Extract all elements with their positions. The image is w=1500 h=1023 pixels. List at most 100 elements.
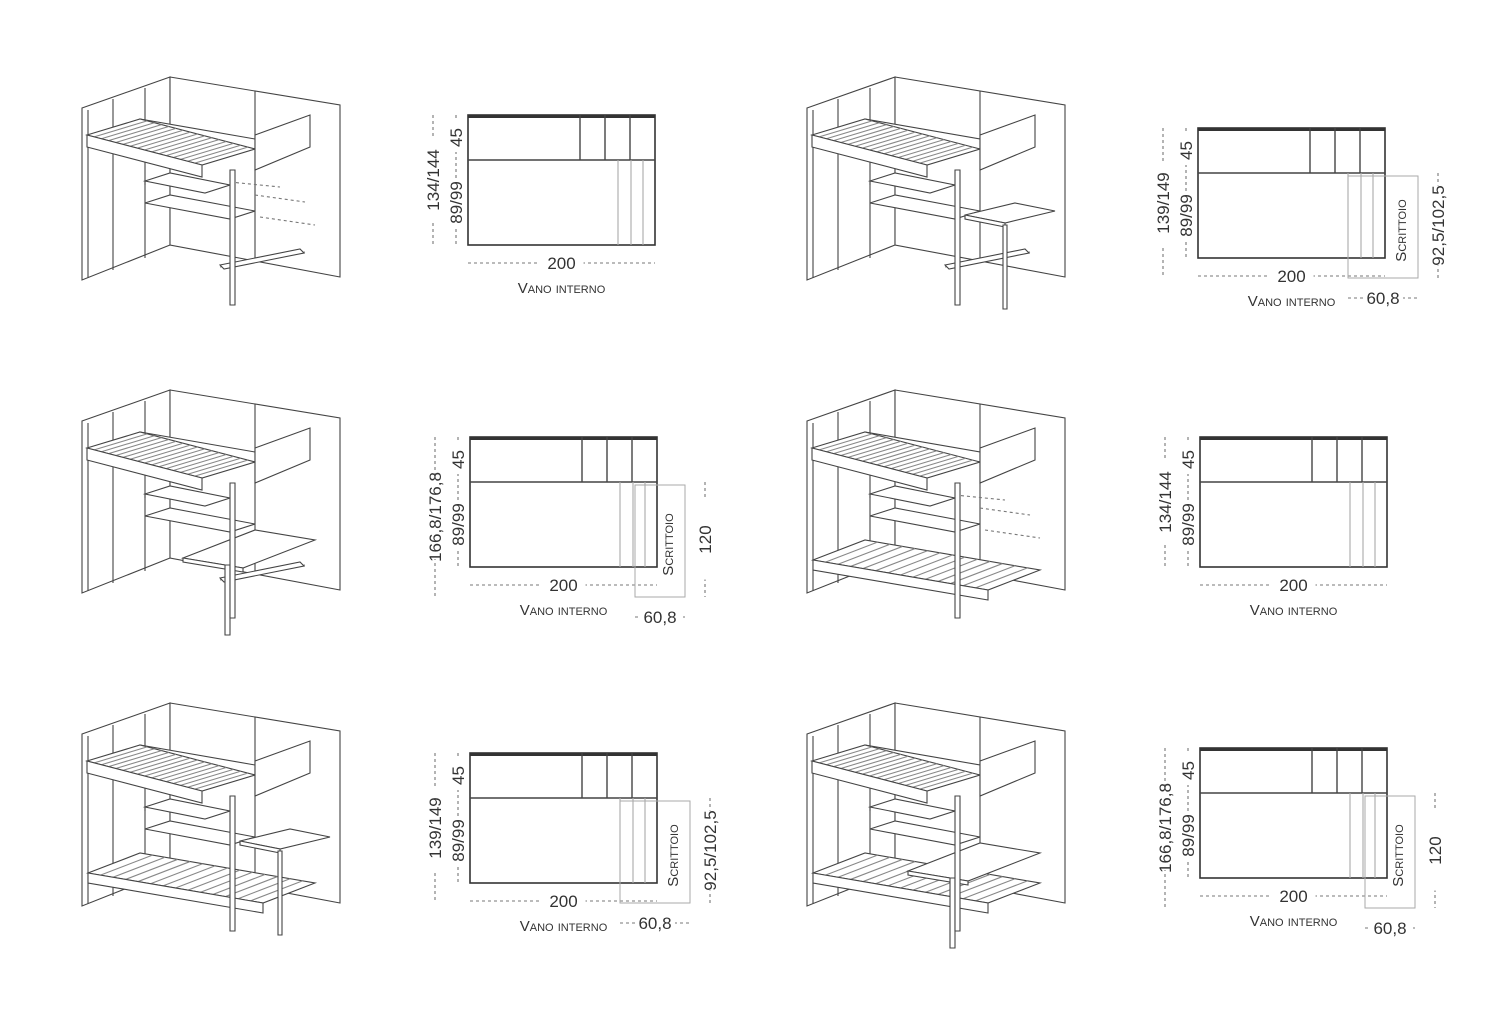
isometric-view xyxy=(81,702,341,936)
floor-shelf xyxy=(943,248,1031,270)
lower-bed-slat xyxy=(200,871,253,893)
lower-height-label: 89/99 xyxy=(1179,814,1198,857)
width-label: 200 xyxy=(1279,576,1307,595)
bed-end-panel xyxy=(254,740,311,797)
vano-interno-caption: Vano interno xyxy=(520,918,608,935)
lower-bed-slat xyxy=(875,550,928,572)
bed-slat xyxy=(187,457,241,475)
pullout-shelf-outline xyxy=(979,507,1031,516)
lower-bed-slat xyxy=(887,552,941,574)
label-bg xyxy=(541,575,586,595)
shelf xyxy=(144,194,256,220)
lower-height-label: 89/99 xyxy=(1177,194,1196,237)
desk-depth-label: 60,8 xyxy=(638,914,671,933)
lower-bed-slat xyxy=(975,880,1028,902)
bed-end-panel xyxy=(979,427,1036,484)
desk-leg xyxy=(224,564,231,636)
lower-bed-slat xyxy=(100,854,153,876)
total-height-label: 134/144 xyxy=(1156,471,1175,532)
upper-height-label: 45 xyxy=(449,766,468,785)
width-label: 200 xyxy=(1277,267,1305,286)
lower-bed-front-rail xyxy=(812,872,989,914)
bed-slat xyxy=(173,453,227,472)
label-bg xyxy=(1180,442,1196,474)
label-bg xyxy=(1156,786,1174,870)
width-label: 200 xyxy=(1279,887,1307,906)
bed-end-panel xyxy=(979,740,1036,797)
width-label: 200 xyxy=(549,576,577,595)
bed-slat xyxy=(151,135,205,153)
lower-height-label: 89/99 xyxy=(449,503,468,546)
bed-slat xyxy=(847,127,902,145)
desk-leg xyxy=(1002,224,1008,310)
label-bg xyxy=(1425,810,1443,891)
label-bg xyxy=(450,442,466,474)
bed-slat xyxy=(890,452,945,470)
lower-height-label: 89/99 xyxy=(449,819,468,862)
bed-slat xyxy=(122,127,177,145)
lower-bed-front-rail xyxy=(87,872,264,914)
bed-end-panel xyxy=(254,427,311,484)
desk-height-label: 120 xyxy=(696,525,715,553)
lower-bed-slat xyxy=(862,861,916,883)
bed-end-panel xyxy=(254,114,311,171)
top-edge xyxy=(468,115,655,118)
vano-interno-caption: Vano interno xyxy=(1248,293,1336,310)
bed-slat xyxy=(187,770,241,788)
label-bg xyxy=(539,253,584,273)
bed-slat xyxy=(151,761,205,779)
lower-bed-slat xyxy=(925,558,978,580)
isometric-view xyxy=(806,389,1066,619)
bed-slat xyxy=(101,435,155,453)
bed-post xyxy=(954,169,961,306)
label-bg xyxy=(1271,575,1316,595)
label-bg xyxy=(1156,460,1174,544)
bed-slat xyxy=(144,759,198,777)
lower-bed-slat xyxy=(212,873,266,895)
elevation-outline xyxy=(1197,127,1386,259)
desk-height-label: 92,5/102,5 xyxy=(1429,185,1448,265)
bed-slat xyxy=(840,751,894,770)
bed-slat xyxy=(101,748,155,766)
upper-height-label: 45 xyxy=(449,450,468,469)
bed-slat xyxy=(883,137,938,155)
bed-slat xyxy=(854,755,909,773)
bed-slat xyxy=(122,440,177,458)
lower-bed-slat xyxy=(937,560,991,582)
total-height-label: 166,8/176,8 xyxy=(426,472,445,562)
bed-front-rail xyxy=(86,760,203,804)
pullout-shelf-outline xyxy=(229,181,281,188)
desk-outline xyxy=(1364,795,1416,909)
desk-depth-label: 60,8 xyxy=(1366,289,1399,308)
bed-slat xyxy=(819,120,873,138)
pullout-shelf-outline xyxy=(954,494,1006,501)
desk-leg xyxy=(949,877,956,949)
shelf xyxy=(869,507,981,533)
bed-slat xyxy=(94,433,148,451)
bed-end-panel xyxy=(979,114,1036,171)
top-edge xyxy=(1200,748,1387,751)
bed-slat xyxy=(115,438,169,457)
bed-slat xyxy=(165,452,220,470)
bed-post xyxy=(229,169,236,306)
bed-slat xyxy=(854,442,909,460)
upper-height-label: 45 xyxy=(447,128,466,147)
bed-slat xyxy=(173,766,227,785)
bed-slat xyxy=(165,139,220,157)
label-bg xyxy=(450,818,466,864)
label-bg xyxy=(1269,266,1314,286)
label-bg xyxy=(426,475,444,559)
lower-bed-slat xyxy=(862,548,916,570)
shelf xyxy=(144,507,256,533)
elevation-outline xyxy=(469,436,658,568)
bed-slat xyxy=(165,765,220,783)
bed-slat xyxy=(876,448,930,466)
label-bg xyxy=(541,891,586,911)
vano-interno-caption: Vano interno xyxy=(520,602,608,619)
desk-outline xyxy=(1347,175,1419,279)
bed-post xyxy=(954,795,961,932)
bed-front-rail xyxy=(811,134,928,178)
bed-slat xyxy=(883,763,938,781)
bed-slat xyxy=(826,122,880,140)
